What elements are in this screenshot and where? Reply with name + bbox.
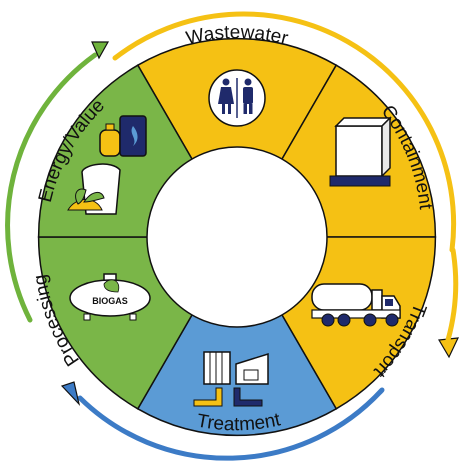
segment-treatment: [136, 235, 338, 437]
cycle-arrow-yellow: [112, 11, 457, 253]
treatment-plant-icon: [193, 351, 269, 407]
gas-cylinder-and-compost-icon: [67, 115, 147, 215]
biogas-tank-label: BIOGAS: [92, 296, 128, 306]
segment-wastewater: [136, 37, 338, 239]
cycle-arrow-green: [5, 52, 98, 323]
center-hub: [146, 146, 328, 328]
tanker-truck-icon: [311, 283, 401, 327]
septic-tank-icon: [329, 116, 392, 187]
restroom-icon: [208, 69, 266, 127]
cycle-arrow-blue: [77, 387, 385, 461]
cycle-arrow-blue-head: [60, 381, 81, 407]
biogas-tank-icon: BIOGAS: [69, 273, 151, 321]
cycle-arrow-yellow-shaft: [445, 247, 459, 343]
cycle-arrow-green-head: [91, 41, 110, 60]
